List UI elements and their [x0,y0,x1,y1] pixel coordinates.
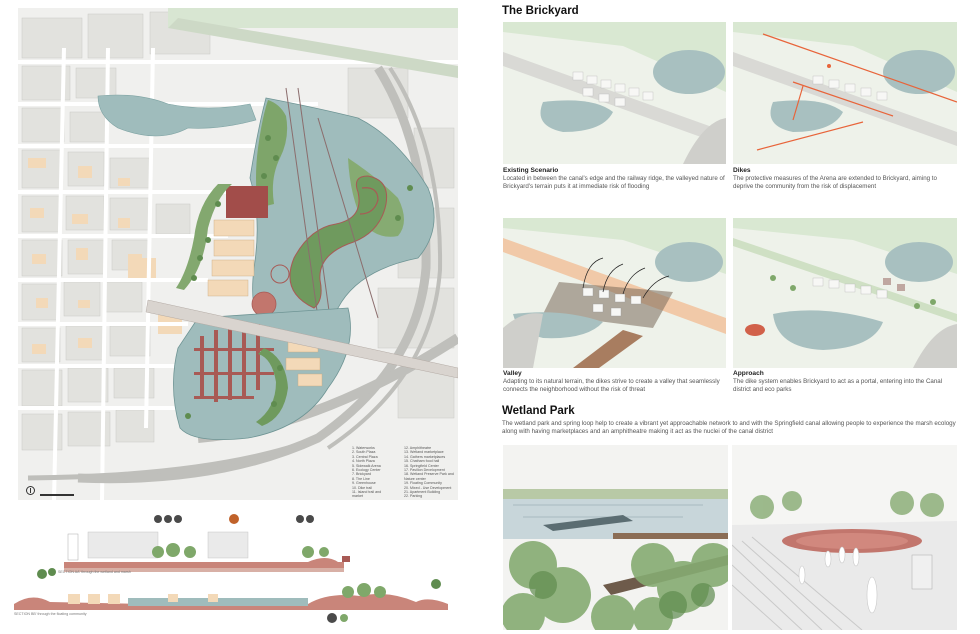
legend-item: 11. Island trail and [352,490,382,495]
legend-item: Nature center [404,476,426,481]
dikes-drawing [733,22,957,164]
legend-item: 6. Ecology Center [352,468,381,473]
legend-item: 20. Mixed - Use Development [404,485,452,490]
legend-item: 14. Gathers marketplaces [404,454,446,459]
legend-item: 19. Floating Community [404,481,442,486]
master-plan-drawing [18,8,458,500]
existing-scenario-drawing [503,22,726,164]
panel-valley [503,218,726,368]
north-arrow-icon [26,486,35,495]
wetland-render-amphitheatre [732,445,957,630]
legend-item: 22. Parking [404,494,423,499]
legend-item: 7. Brickyard [352,472,371,477]
valley-text: Adapting to its natural terrain, the dik… [503,378,720,393]
panel-approach [733,218,957,368]
approach-title: Approach [733,370,764,377]
wetland-description: The wetland park and spring loop help to… [502,420,956,435]
legend-item: 1. Waterworks [352,446,375,450]
legend-item: 18. Wetland Preserve Park and [404,472,454,477]
legend-item: 12. Amphitheatre [404,446,432,450]
legend-item: 17. Pavilion Development [404,468,445,473]
legend-item: 2. South Plaza [352,450,376,455]
existing-scenario-title: Existing Scenario [503,167,559,174]
sections-drawing [14,514,448,623]
approach-drawing [733,218,957,368]
section-b-label: SECTION BB' through the floating communi… [14,612,87,616]
legend-item: 10. Dike trail [352,485,372,490]
legend-column-2: 12. Amphitheatre 13. Wetland marketplace… [404,446,456,499]
wetland-title: Wetland Park [502,405,575,417]
legend-item: market [352,494,363,499]
dikes-title: Dikes [733,167,751,174]
valley-title: Valley [503,370,522,377]
section-a-label: SECTION AA' through the wetland and mars… [58,570,131,574]
panel-dikes [733,22,957,164]
approach-text: The dike system enables Brickyard to act… [733,378,943,393]
amphitheatre-render-drawing [732,445,957,630]
brickyard-title: The Brickyard [502,5,579,17]
section-a [64,514,350,572]
panel-existing-scenario [503,22,726,164]
section-b [14,568,448,623]
legend-item: 21. Apartment Building [404,490,441,495]
existing-scenario-text: Located in between the canal's edge and … [503,175,725,190]
legend-column-1: 1. Waterworks 2. South Plaza 3. Central … [352,446,404,499]
legend-item: 16. Springfield Center [404,463,439,468]
legend-item: 13. Wetland marketplace [404,450,444,455]
dikes-text: The protective measures of the Arena are… [733,175,937,190]
scale-bar [40,494,74,496]
wetland-render-marsh [503,445,728,630]
marsh-render-drawing [503,445,728,630]
valley-drawing [503,218,726,368]
plan-legend: 1. Waterworks 2. South Plaza 3. Central … [352,446,458,500]
master-plan [18,8,458,500]
site-sections: SECTION AA' through the wetland and mars… [8,506,460,632]
legend-item: 9. Greenhouse [352,481,376,486]
legend-item: 15. Chatham food hall [404,459,440,464]
legend-item: 3. Central Plaza [352,454,378,459]
legend-item: 8. The Line [352,476,370,481]
legend-item: 5. Sidewalk Arena [352,463,381,468]
legend-item: 4. North Plaza [352,459,375,464]
